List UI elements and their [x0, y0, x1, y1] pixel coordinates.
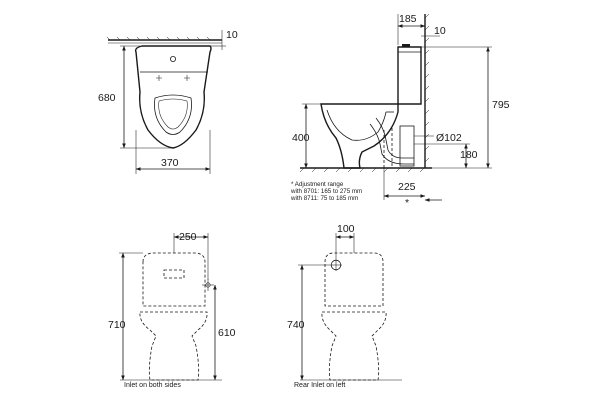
wall-hatch-top — [106, 36, 211, 41]
wall-hatch-side — [424, 13, 430, 163]
both-caption: Inlet on both sides — [124, 382, 181, 389]
both-dim-total-height: 710 — [108, 319, 126, 331]
top-view: 10 680 370 — [98, 29, 238, 174]
toilet-top-outline — [134, 45, 212, 149]
side-view: 185 10 795 400 Ø102 180 225 * * Adjustme… — [290, 13, 510, 209]
side-dim-wall-gap: 10 — [434, 25, 446, 37]
seat-opening — [154, 94, 192, 135]
bowl-front-rear — [321, 311, 387, 381]
both-dim-inlet-height: 610 — [218, 327, 236, 339]
inlet-marker-rear-left — [330, 259, 342, 271]
side-asterisk: * — [405, 197, 409, 209]
side-dim-cistern-depth: 185 — [399, 13, 417, 25]
cistern-front-rear — [324, 252, 384, 307]
fixing-mark-left — [156, 75, 162, 81]
side-dim-seat-height: 400 — [292, 132, 310, 144]
rear-caption: Rear Inlet on left — [294, 382, 345, 389]
flush-button-top — [169, 56, 176, 63]
bowl-side — [320, 103, 399, 169]
front-view-both-sides: 250 710 610 Inlet on both sides — [108, 231, 236, 389]
top-dim-width: 370 — [161, 157, 179, 169]
adjustment-note-line-3: with 8711: 75 to 185 mm — [290, 195, 358, 202]
rear-dim-total-height: 740 — [287, 319, 305, 331]
both-dim-inlet-offset: 250 — [179, 231, 197, 243]
side-dim-outlet-height: 180 — [460, 149, 478, 161]
inlet-marker-right — [202, 279, 214, 291]
cistern-front-both — [142, 252, 206, 307]
outlet-connector — [399, 125, 415, 167]
floor-hatch — [299, 167, 425, 173]
adjustment-note-line-1: * Adjustment range — [291, 181, 344, 188]
side-dim-outlet-diameter: Ø102 — [436, 132, 462, 144]
fixing-mark-right — [184, 75, 190, 81]
front-view-rear-left: 100 740 Rear Inlet on left — [287, 223, 402, 389]
top-dim-depth: 680 — [98, 92, 116, 104]
trap-side — [375, 117, 414, 159]
side-dim-total-height: 795 — [492, 99, 510, 111]
top-dim-wall-gap: 10 — [226, 29, 238, 41]
side-dim-outlet-offset: 225 — [398, 181, 416, 193]
adjustment-note-line-2: with 8701: 165 to 275 mm — [290, 188, 362, 195]
cistern-side — [397, 46, 422, 105]
rear-dim-inlet-offset: 100 — [337, 223, 355, 235]
bowl-front-both — [139, 311, 208, 381]
